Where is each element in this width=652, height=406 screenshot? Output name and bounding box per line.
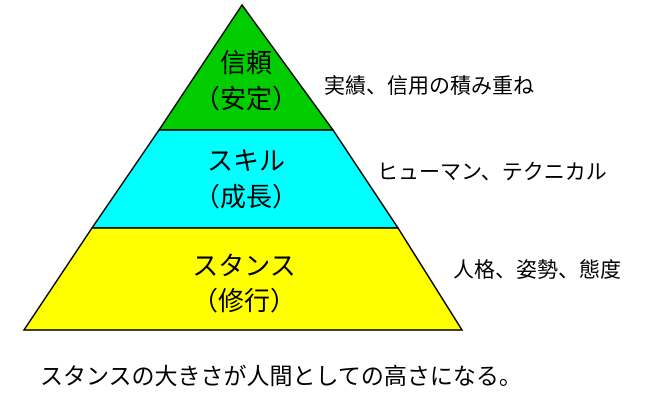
tier-middle: スキル （成長） — [90, 129, 400, 229]
tier-bottom: スタンス （修行） — [22, 227, 464, 331]
note-bottom: 人格、姿勢、態度 — [453, 258, 621, 282]
tier-bottom-shape — [22, 227, 464, 331]
tier-top-title: 信頼 — [220, 49, 272, 79]
caption: スタンスの大きさが人間としての高さになる。 — [40, 364, 522, 390]
tier-middle-title: スキル — [207, 147, 285, 177]
tier-bottom-subtitle: （修行） — [192, 287, 296, 317]
note-top: 実績、信用の積み重ね — [324, 74, 534, 98]
tier-middle-shape — [90, 129, 400, 229]
tier-top-subtitle: （安定） — [194, 85, 298, 115]
tier-top: 信頼 （安定） — [157, 3, 335, 131]
tier-middle-subtitle: （成長） — [194, 183, 298, 213]
note-middle: ヒューマン、テクニカル — [377, 160, 607, 184]
tier-bottom-title: スタンス — [192, 252, 295, 282]
